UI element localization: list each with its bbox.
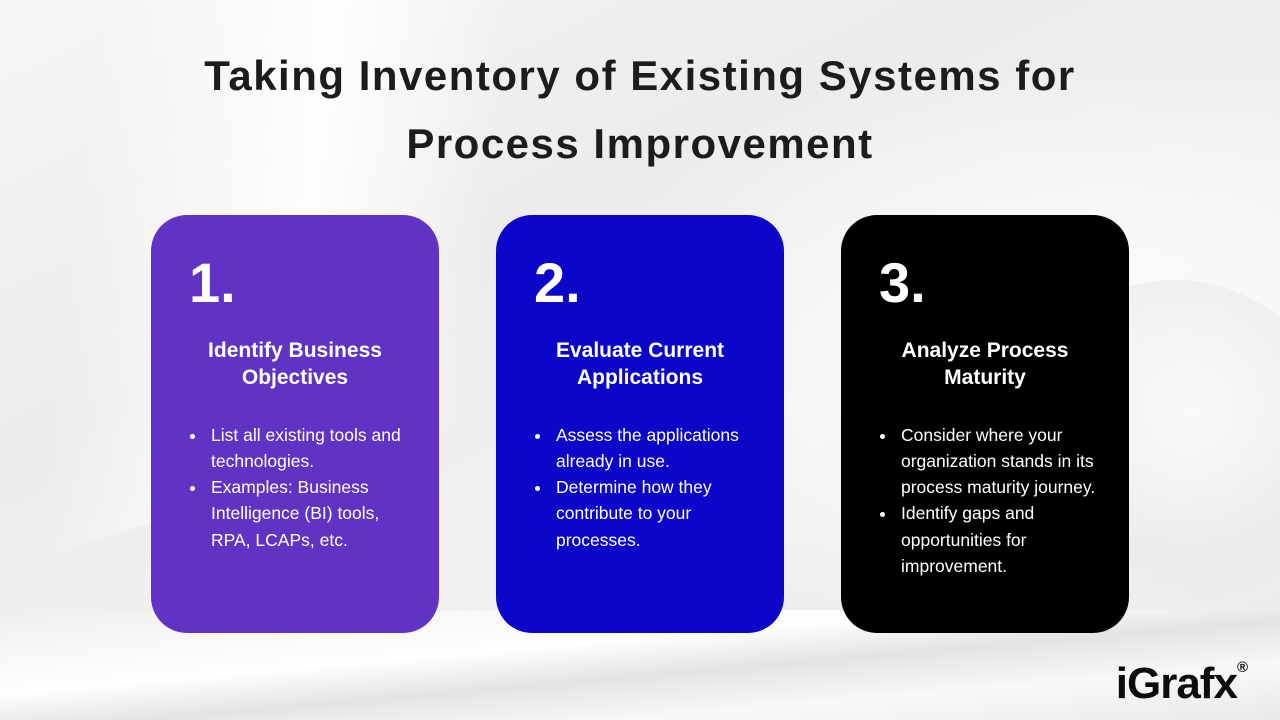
bullet-item: Identify gaps and opportunities for impr… <box>897 500 1097 579</box>
step-number: 3. <box>879 251 926 314</box>
igrafx-logo: iGrafx® <box>1115 659 1248 708</box>
step-number: 2. <box>534 251 581 314</box>
title-line-2: Process Improvement <box>406 120 874 167</box>
step-card-1: 1. Identify Business Objectives List all… <box>151 215 439 633</box>
title-line-1: Taking Inventory of Existing Systems for <box>204 52 1076 99</box>
step-heading: Identify Business Objectives <box>208 339 382 390</box>
page-title: Taking Inventory of Existing Systems for… <box>0 0 1280 178</box>
step-heading: Analyze Process Maturity <box>901 339 1069 390</box>
step-card-3: 3. Analyze Process Maturity Consider whe… <box>841 215 1129 633</box>
bullet-item: Assess the applications already in use. <box>552 422 752 475</box>
registered-trademark-symbol: ® <box>1236 659 1248 676</box>
bullet-item: Examples: Business Intelligence (BI) too… <box>207 474 407 553</box>
bullet-item: Determine how they contribute to your pr… <box>552 474 752 553</box>
bullet-item: List all existing tools and technologies… <box>207 422 407 475</box>
steps-row: 1. Identify Business Objectives List all… <box>0 215 1280 633</box>
step-number: 1. <box>189 251 236 314</box>
step-bullet-list: List all existing tools and technologies… <box>183 422 407 553</box>
step-bullet-list: Consider where your organization stands … <box>873 422 1097 580</box>
bullet-item: Consider where your organization stands … <box>897 422 1097 501</box>
step-heading: Evaluate Current Applications <box>555 339 725 390</box>
step-bullet-list: Assess the applications already in use. … <box>528 422 752 553</box>
step-card-2: 2. Evaluate Current Applications Assess … <box>496 215 784 633</box>
logo-text: iGrafx <box>1115 659 1238 708</box>
